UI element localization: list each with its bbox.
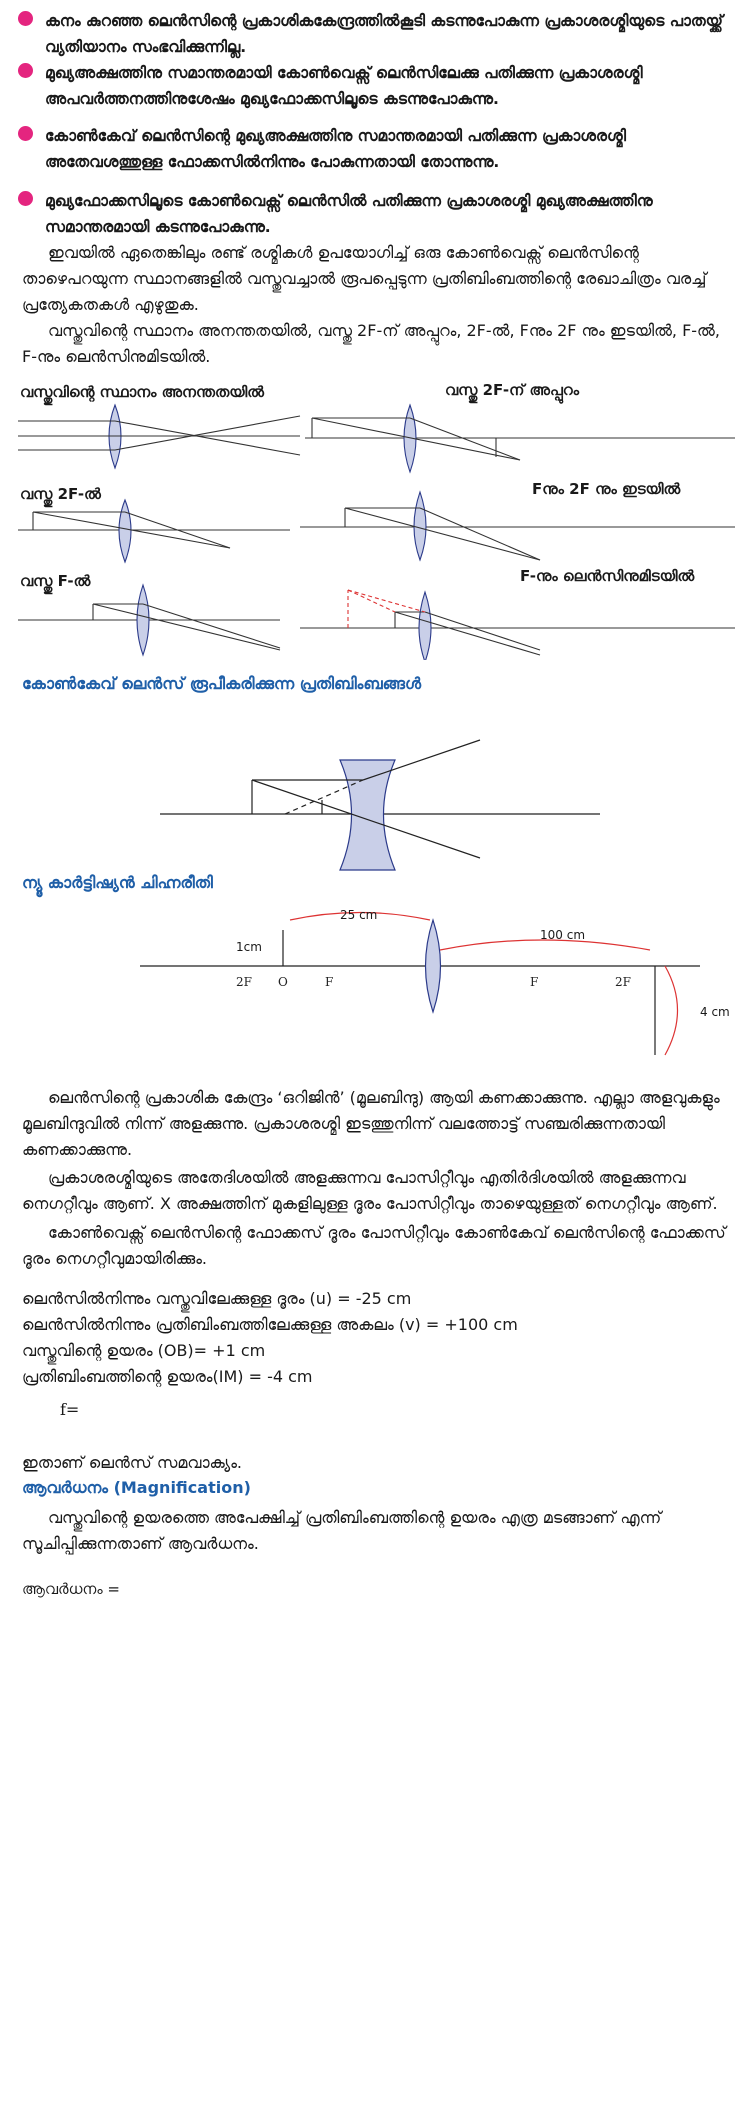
concave-heading: കോൺകേവ് ലെൻസ് രൂപീകരിക്കുന്ന പ്രതിബിംബങ്…: [22, 674, 422, 693]
label-o: O: [278, 975, 288, 989]
bullet-item: കോൺകേവ് ലെൻസിന്റെ മുഖ്യഅക്ഷത്തിനു സമാന്ത…: [14, 123, 742, 175]
label-obj-h: 1cm: [236, 940, 262, 954]
bullet-item: മുഖ്യഫോക്കസിലൂടെ കോൺവെക്സ് ലെൻസിൽ പതിക്ക…: [14, 188, 742, 240]
sign-paragraph-2: പ്രകാശരശ്മിയുടെ അതേദിശയിൽ അളക്കുന്നവ പോസ…: [22, 1168, 718, 1213]
ray-diagrams: [18, 403, 735, 660]
bullet-dot: [18, 63, 33, 78]
value-line-im: പ്രതിബിംബത്തിന്റെ ഉയരം(IM) = -4 cm: [22, 1367, 313, 1386]
label-at-2f: വസ്തു 2F-ൽ: [20, 485, 101, 503]
bullet-text: കോൺകേവ് ലെൻസിന്റെ മുഖ്യഅക്ഷത്തിനു സമാന്ത…: [45, 127, 626, 171]
label-between: Fനും 2F നും ഇടയിൽ: [532, 480, 681, 498]
label-f-right: F: [530, 975, 538, 989]
bullet-item: മുഖ്യഅക്ഷത്തിനു സമാന്തരമായി കോൺവെക്സ് ലെ…: [14, 60, 742, 112]
label-at-f: വസ്തു F-ൽ: [20, 572, 91, 590]
positions-paragraph: വസ്തുവിന്റെ സ്ഥാനം അനന്തതയിൽ, വസ്തു 2F-ന…: [22, 321, 720, 366]
magnification-formula: ആവർധനം =: [22, 1580, 120, 1598]
magnification-paragraph: വസ്തുവിന്റെ ഉയരത്തെ അപേക്ഷിച്ച് പ്രതിബിം…: [22, 1508, 662, 1553]
intro-paragraph: ഇവയിൽ ഏതെങ്കിലും രണ്ട് രശ്മികൾ ഉപയോഗിച്ച…: [22, 243, 707, 314]
label-img-h: 4 cm: [700, 1005, 730, 1019]
label-beyond-2f: വസ്തു 2F-ന് അപ്പുറം: [445, 381, 580, 399]
label-dist-v: 100 cm: [540, 928, 586, 942]
value-line-ob: വസ്തുവിന്റെ ഉയരം (OB)= +1 cm: [22, 1341, 266, 1360]
label-inside-f: F-നും ലെൻസിനുമിടയിൽ: [520, 567, 695, 585]
value-line-u: ലെൻസിൽനിന്നും വസ്തുവിലേക്കുള്ള ദൂരം (u) …: [22, 1289, 412, 1308]
bullet-text: കനം കുറഞ്ഞ ലെൻസിന്റെ പ്രകാശികകേന്ദ്രത്തി…: [45, 12, 723, 56]
label-2f-left: 2F: [236, 975, 252, 989]
lens-formula: f=: [60, 1400, 80, 1419]
sign-paragraph-3: കോൺവെക്സ് ലെൻസിന്റെ ഫോക്കസ് ദൂരം പോസിറ്റ…: [22, 1223, 726, 1268]
bullet-dot: [18, 191, 33, 206]
concave-diagram: [160, 739, 600, 871]
cartesian-heading: ന്യൂ കാർട്ടിഷ്യൻ ചിഹ്നരീതി: [22, 873, 213, 892]
bullet-text: മുഖ്യഫോക്കസിലൂടെ കോൺവെക്സ് ലെൻസിൽ പതിക്ക…: [45, 192, 653, 236]
label-f-left: F: [325, 975, 333, 989]
label-dist-u: 25 cm: [340, 908, 378, 922]
lens-equation-text: ഇതാണ് ലെൻസ് സമവാക്യം.: [22, 1453, 242, 1472]
magnification-heading: ആവർധനം (Magnification): [22, 1478, 251, 1497]
label-2f-right: 2F: [615, 975, 631, 989]
bullet-text: മുഖ്യഅക്ഷത്തിനു സമാന്തരമായി കോൺവെക്സ് ലെ…: [45, 64, 643, 108]
cartesian-diagram: 2F O F F 2F: [140, 911, 700, 1056]
sign-paragraph-1: ലെൻസിന്റെ പ്രകാശിക കേന്ദ്രം ‘ഒറിജിൻ’ (മൂ…: [22, 1088, 720, 1159]
label-infinity: വസ്തുവിന്റെ സ്ഥാനം അനന്തതയിൽ: [20, 383, 264, 401]
value-line-v: ലെൻസിൽനിന്നും പ്രതിബിംബത്തിലേക്കുള്ള അകല…: [22, 1315, 518, 1334]
bullet-dot: [18, 126, 33, 141]
bullet-item: കനം കുറഞ്ഞ ലെൻസിന്റെ പ്രകാശികകേന്ദ്രത്തി…: [14, 8, 742, 60]
bullet-dot: [18, 11, 33, 26]
